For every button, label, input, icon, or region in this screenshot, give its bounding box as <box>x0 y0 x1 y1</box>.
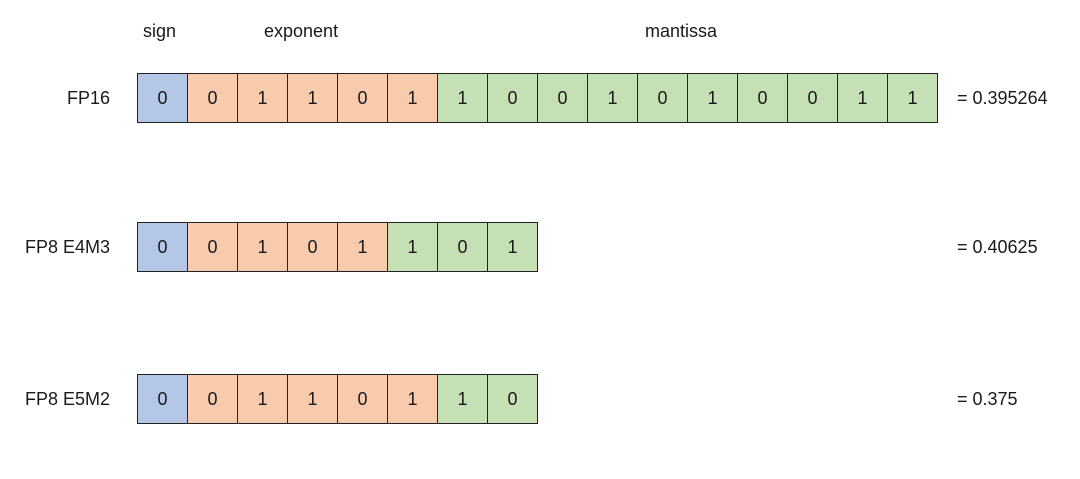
mantissa-bit-cell: 0 <box>537 73 588 123</box>
mantissa-bit-cell: 1 <box>687 73 738 123</box>
row-label: FP16 <box>66 88 110 108</box>
row-label: FP8 E5M2 <box>24 389 110 409</box>
mantissa-bit-cell: 1 <box>487 222 538 272</box>
exponent-bit-cell: 1 <box>337 222 388 272</box>
row-value: = 0.395264 <box>957 88 1048 108</box>
row-value: = 0.375 <box>957 389 1018 409</box>
mantissa-bit-cell: 1 <box>437 73 488 123</box>
mantissa-bit-cell: 1 <box>587 73 638 123</box>
mantissa-bit-cell: 0 <box>737 73 788 123</box>
mantissa-bit-cell: 0 <box>637 73 688 123</box>
mantissa-bit-cell: 0 <box>437 222 488 272</box>
exponent-bit-cell: 1 <box>387 374 438 424</box>
exponent-bit-cell: 1 <box>237 374 288 424</box>
mantissa-bit-cell: 1 <box>387 222 438 272</box>
exponent-bit-cell: 0 <box>337 374 388 424</box>
exponent-bit-cell: 0 <box>287 222 338 272</box>
exponent-bit-cell: 0 <box>187 222 238 272</box>
exponent-bit-cell: 0 <box>337 73 388 123</box>
row-label: FP8 E4M3 <box>24 237 110 257</box>
exponent-bit-cell: 0 <box>187 73 238 123</box>
mantissa-bit-cell: 0 <box>487 374 538 424</box>
sign-header: sign <box>143 21 177 41</box>
exponent-bit-cell: 1 <box>287 73 338 123</box>
mantissa-bit-cell: 1 <box>887 73 938 123</box>
mantissa-bit-cell: 1 <box>837 73 888 123</box>
mantissa-header: mantissa <box>645 21 718 41</box>
exponent-bit-cell: 0 <box>187 374 238 424</box>
exponent-bit-cell: 1 <box>387 73 438 123</box>
mantissa-bit-cell: 0 <box>787 73 838 123</box>
sign-bit-cell: 0 <box>137 374 188 424</box>
sign-bit-cell: 0 <box>137 222 188 272</box>
row-value: = 0.40625 <box>957 237 1038 257</box>
mantissa-bit-cell: 1 <box>437 374 488 424</box>
exponent-bit-cell: 1 <box>287 374 338 424</box>
exponent-bit-cell: 1 <box>237 73 288 123</box>
sign-bit-cell: 0 <box>137 73 188 123</box>
mantissa-bit-cell: 0 <box>487 73 538 123</box>
exponent-bit-cell: 1 <box>237 222 288 272</box>
exponent-header: exponent <box>264 21 339 41</box>
